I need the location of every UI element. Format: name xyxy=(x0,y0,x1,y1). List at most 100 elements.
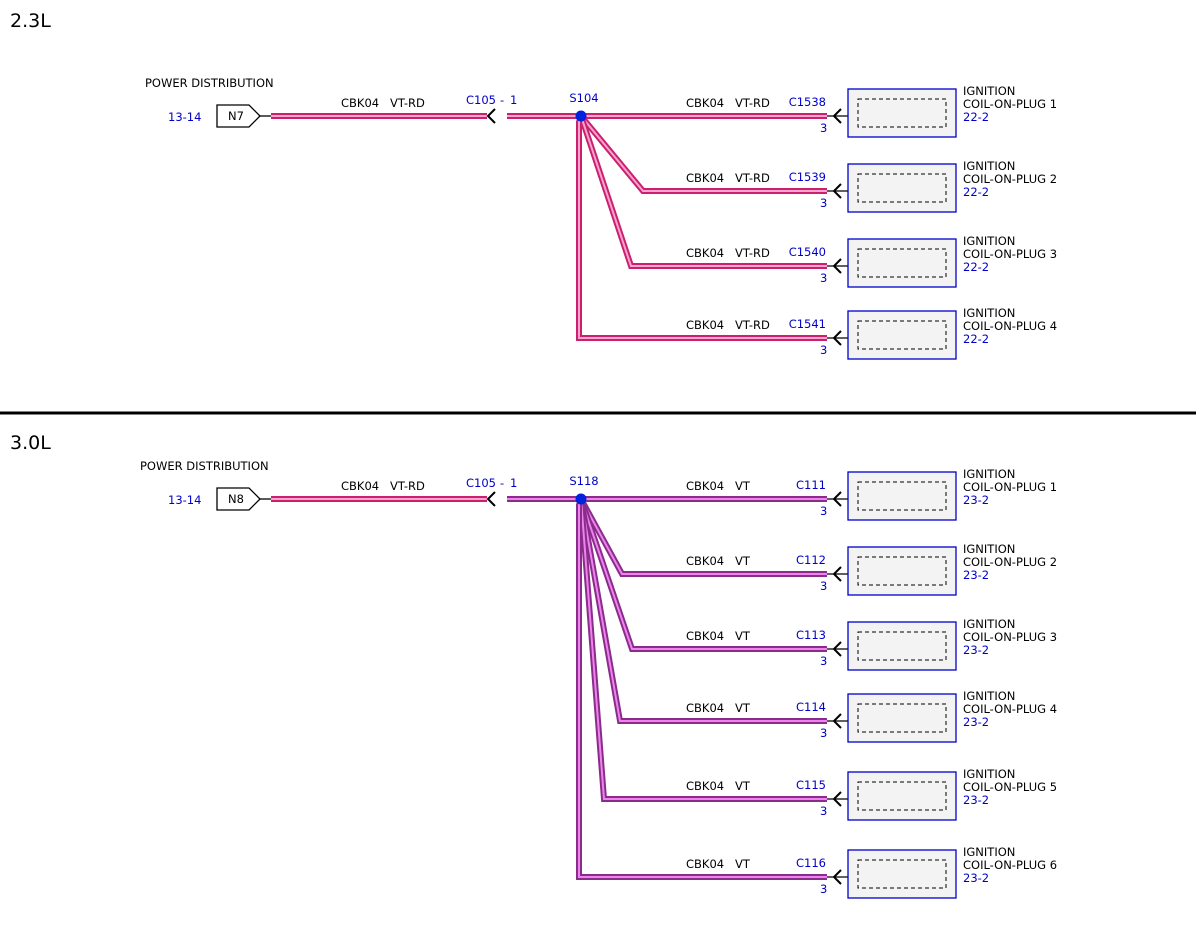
feed-color-label: VT-RD xyxy=(390,96,425,110)
ignition-coil-component xyxy=(847,849,957,899)
source-node: N8 xyxy=(216,487,271,511)
component-name-line2: COIL-ON-PLUG 2 xyxy=(963,555,1057,569)
branch-connector-label: C1539 xyxy=(789,170,826,184)
branch-connector-arrow xyxy=(832,869,842,885)
component-name-line2: COIL-ON-PLUG 3 xyxy=(963,630,1057,644)
component-ref: 23-2 xyxy=(963,643,989,657)
component-ref: 22-2 xyxy=(963,260,989,274)
splice-label: S104 xyxy=(569,91,598,105)
ignition-coil-component xyxy=(847,771,957,821)
branch-connector-label: C111 xyxy=(796,478,826,492)
component-name-line2: COIL-ON-PLUG 5 xyxy=(963,780,1057,794)
component-ref: 23-2 xyxy=(963,568,989,582)
branch-wire xyxy=(578,114,827,194)
source-node-label: N8 xyxy=(228,492,244,506)
branch-connector-arrow xyxy=(832,791,842,807)
branch-color-label: VT xyxy=(735,554,751,568)
inline-connector-pin: 1 xyxy=(510,93,517,107)
branch-color-label: VT-RD xyxy=(735,171,770,185)
component-ref: 22-2 xyxy=(963,332,989,346)
component-ref: 23-2 xyxy=(963,793,989,807)
branch-circuit-label: CBK04 xyxy=(686,96,724,110)
branch-pin-label: 3 xyxy=(820,579,827,593)
inline-connector-pin: 1 xyxy=(510,476,517,490)
inline-connector-label: C105 xyxy=(466,93,496,107)
branch-circuit-label: CBK04 xyxy=(686,701,724,715)
ignition-coil-component xyxy=(847,621,957,671)
branch-circuit-label: CBK04 xyxy=(686,629,724,643)
splice-dot xyxy=(575,110,587,122)
branch-circuit-label: CBK04 xyxy=(686,318,724,332)
component-name-line2: COIL-ON-PLUG 2 xyxy=(963,172,1057,186)
splice-label: S118 xyxy=(569,474,598,488)
branch-pin-label: 3 xyxy=(820,654,827,668)
component-name-line2: COIL-ON-PLUG 4 xyxy=(963,319,1057,333)
branch-connector-label: C114 xyxy=(796,700,826,714)
branch-wire xyxy=(578,498,827,724)
branch-connector-label: C1541 xyxy=(789,317,826,331)
component-name-line1: IGNITION xyxy=(963,542,1015,556)
branch-pin-label: 3 xyxy=(820,726,827,740)
branch-color-label: VT xyxy=(735,779,751,793)
component-ref: 23-2 xyxy=(963,871,989,885)
component-name-line2: COIL-ON-PLUG 4 xyxy=(963,702,1057,716)
component-ref: 23-2 xyxy=(963,493,989,507)
branch-connector-arrow xyxy=(832,566,842,582)
branch-circuit-label: CBK04 xyxy=(686,779,724,793)
inline-connector-dash: - xyxy=(500,476,504,490)
ignition-coil-component xyxy=(847,546,957,596)
component-ref: 22-2 xyxy=(963,185,989,199)
component-name-line1: IGNITION xyxy=(963,467,1015,481)
ignition-coil-component xyxy=(847,238,957,288)
branch-circuit-label: CBK04 xyxy=(686,479,724,493)
component-name-line1: IGNITION xyxy=(963,306,1015,320)
branch-connector-arrow xyxy=(832,183,842,199)
branch-connector-label: C113 xyxy=(796,628,826,642)
feed-color-label: VT-RD xyxy=(390,479,425,493)
branch-connector-arrow xyxy=(832,491,842,507)
component-name-line1: IGNITION xyxy=(963,159,1015,173)
ignition-coil-component xyxy=(847,471,957,521)
branch-circuit-label: CBK04 xyxy=(686,246,724,260)
component-name-line2: COIL-ON-PLUG 1 xyxy=(963,480,1057,494)
component-name-line1: IGNITION xyxy=(963,234,1015,248)
branch-connector-label: C112 xyxy=(796,553,826,567)
branch-color-label: VT xyxy=(735,701,751,715)
source-node-label: N7 xyxy=(228,109,244,123)
branch-circuit-label: CBK04 xyxy=(686,857,724,871)
branch-color-label: VT xyxy=(735,479,751,493)
branch-wire xyxy=(578,498,827,802)
source-node: N7 xyxy=(216,104,271,128)
branch-color-label: VT xyxy=(735,629,751,643)
ignition-coil-component xyxy=(847,310,957,360)
branch-pin-label: 3 xyxy=(820,196,827,210)
branch-color-label: VT xyxy=(735,857,751,871)
splice-dot xyxy=(575,493,587,505)
power-distribution-ref: 13-14 xyxy=(168,493,201,507)
inline-connector-label: C105 xyxy=(466,476,496,490)
branch-pin-label: 3 xyxy=(820,882,827,896)
branch-connector-label: C116 xyxy=(796,856,826,870)
branch-pin-label: 3 xyxy=(820,504,827,518)
branch-connector-arrow xyxy=(832,330,842,346)
component-name-line1: IGNITION xyxy=(963,689,1015,703)
inline-connector-arrow xyxy=(486,108,496,124)
ignition-coil-component xyxy=(847,163,957,213)
component-name-line1: IGNITION xyxy=(963,84,1015,98)
branch-wire xyxy=(578,498,827,652)
component-ref: 22-2 xyxy=(963,110,989,124)
branch-wire xyxy=(578,497,827,577)
branch-pin-label: 3 xyxy=(820,343,827,357)
ignition-coil-component xyxy=(847,88,957,138)
